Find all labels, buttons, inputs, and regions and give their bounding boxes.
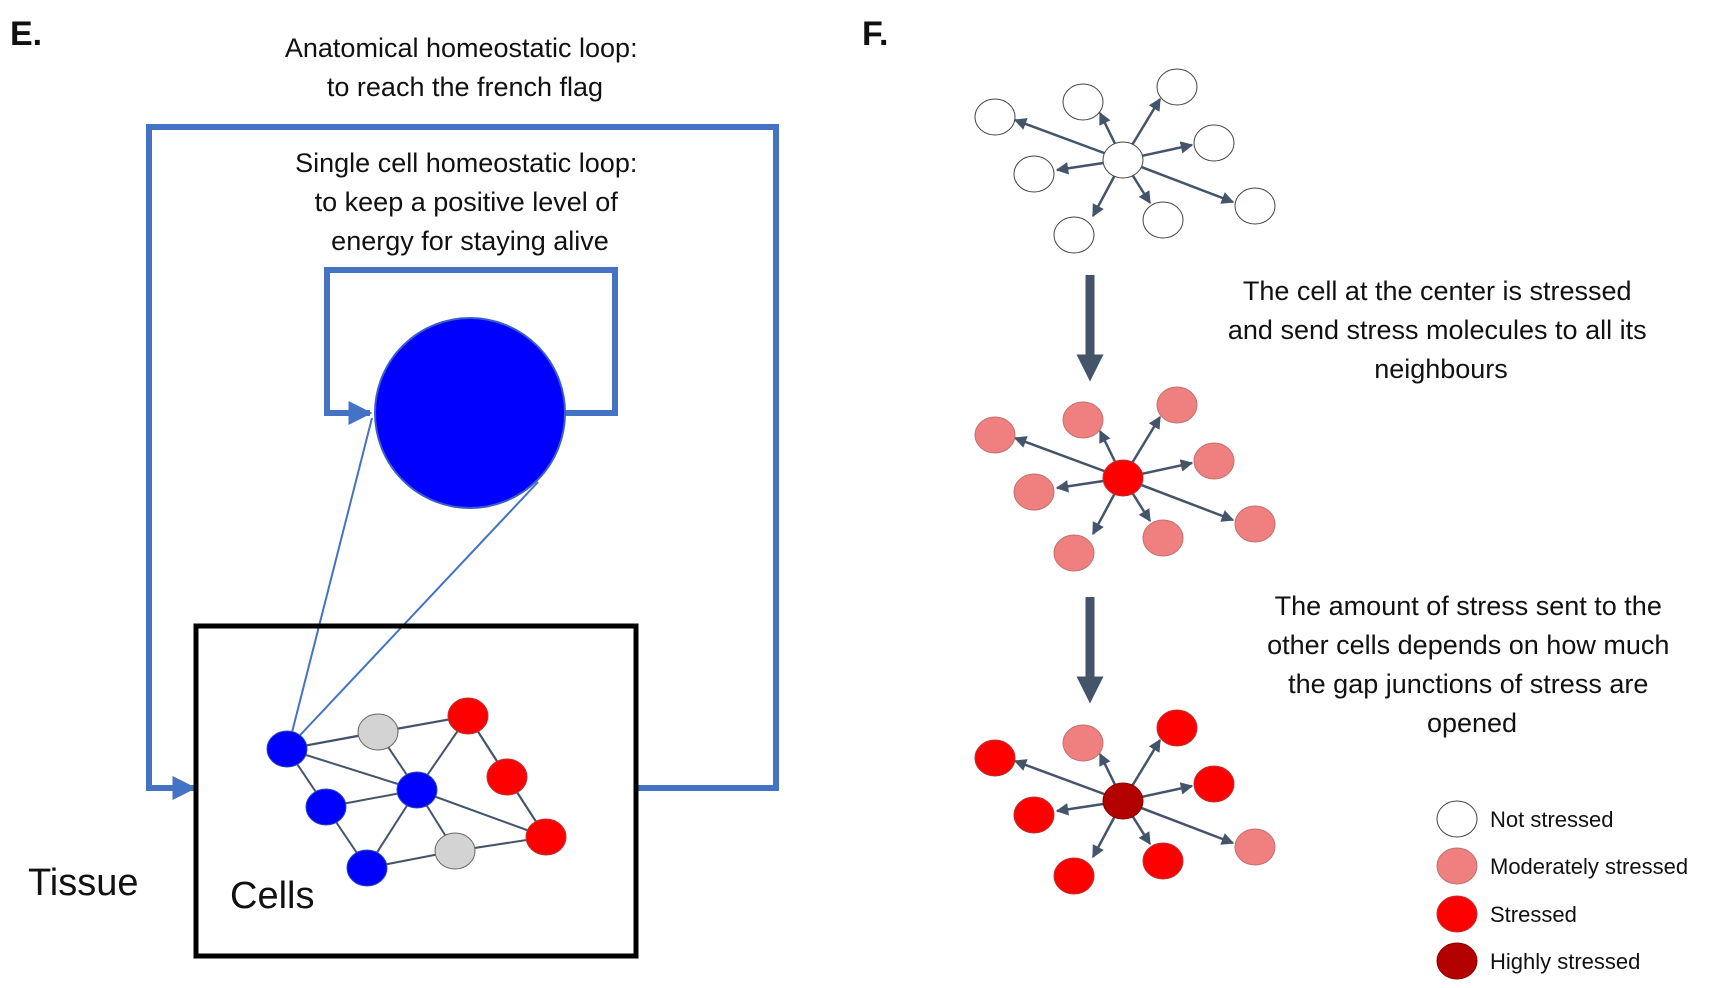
- network-cell-red: [486, 758, 528, 796]
- caption-2-line: other cells depends on how much: [1267, 630, 1669, 660]
- caption-1-line: The cell at the center is stressed: [1243, 276, 1632, 306]
- cell-network-nodes: [266, 697, 567, 887]
- caption-2: The amount of stress sent to the other c…: [1267, 591, 1677, 738]
- tissue-label: Tissue: [28, 862, 139, 904]
- star-cell: [1062, 401, 1104, 439]
- caption-2-line: The amount of stress sent to the: [1275, 591, 1662, 621]
- star-cell: [1142, 519, 1184, 557]
- star-cell: [1053, 534, 1095, 572]
- star-cell: [1234, 187, 1276, 225]
- single-cell-loop-title-line: energy for staying alive: [331, 226, 609, 256]
- legend-label: Moderately stressed: [1490, 854, 1688, 879]
- star-cell: [1013, 796, 1055, 834]
- star-cell: [1234, 505, 1276, 543]
- star-cell: [1193, 765, 1235, 803]
- legend: Not stressed Moderately stressed Stresse…: [1436, 800, 1688, 980]
- star-cell: [1142, 201, 1184, 239]
- network-cell-blue: [396, 771, 438, 809]
- network-cell-gray: [434, 832, 476, 870]
- star-center-cell: [1102, 459, 1144, 497]
- single-cell-loop-arrow: [324, 267, 618, 425]
- legend-label: Highly stressed: [1490, 949, 1640, 974]
- star-cell: [1142, 842, 1184, 880]
- star-cell: [974, 416, 1016, 454]
- cell-star-center-stressed: [974, 386, 1276, 572]
- star-cell: [1193, 124, 1235, 162]
- star-cell: [1156, 386, 1198, 424]
- network-cell-gray: [357, 713, 399, 751]
- star-center-cell: [1102, 782, 1144, 820]
- network-cell-red: [525, 818, 567, 856]
- single-cell-loop-title: Single cell homeostatic loop: to keep a …: [295, 148, 645, 256]
- network-edge: [416, 789, 547, 838]
- star-cell: [1062, 724, 1104, 762]
- legend-label: Not stressed: [1490, 807, 1614, 832]
- network-cell-blue: [346, 849, 388, 887]
- star-cells: [974, 386, 1276, 572]
- caption-2-line: the gap junctions of stress are: [1288, 669, 1648, 699]
- star-center-cell: [1102, 141, 1144, 179]
- tissue-box: [193, 623, 639, 959]
- star-cells: [974, 68, 1276, 254]
- star-cell: [1156, 709, 1198, 747]
- cell-star-highly-stressed: [974, 709, 1276, 895]
- panel-f-label: F.: [862, 15, 888, 53]
- network-cell-blue: [305, 788, 347, 826]
- single-cell-loop-title-line: Single cell homeostatic loop:: [295, 148, 637, 178]
- caption-1-line: and send stress molecules to all its: [1228, 315, 1647, 345]
- caption-1: The cell at the center is stressed and s…: [1228, 276, 1654, 384]
- network-cell-red: [447, 697, 489, 735]
- star-cell: [1053, 216, 1095, 254]
- legend-swatch-moderately-stressed: [1436, 847, 1478, 885]
- star-cell: [974, 98, 1016, 136]
- anatomical-loop-title-line: Anatomical homeostatic loop:: [285, 33, 638, 63]
- anatomical-loop-title: Anatomical homeostatic loop: to reach th…: [285, 33, 645, 102]
- star-cell: [1062, 83, 1104, 121]
- legend-swatch-stressed: [1436, 895, 1478, 933]
- legend-label: Stressed: [1490, 902, 1577, 927]
- star-cell: [1156, 68, 1198, 106]
- caption-1-line: neighbours: [1374, 354, 1508, 384]
- zoom-line: [287, 481, 539, 749]
- star-cell: [1013, 473, 1055, 511]
- star-cell: [1193, 442, 1235, 480]
- anatomical-loop-arrow: [146, 124, 779, 800]
- star-cells: [974, 709, 1276, 895]
- star-cell: [1234, 828, 1276, 866]
- star-cell: [1013, 155, 1055, 193]
- legend-swatch-not-stressed: [1436, 800, 1478, 838]
- star-cell: [1053, 857, 1095, 895]
- star-cell: [974, 739, 1016, 777]
- single-cell-loop-title-line: to keep a positive level of: [315, 187, 619, 217]
- legend-swatch-highly-stressed: [1436, 942, 1478, 980]
- panel-e-label: E.: [10, 15, 42, 53]
- big-cell: [374, 317, 566, 509]
- zoom-line: [287, 417, 373, 749]
- network-edge: [286, 748, 418, 791]
- caption-2-line: opened: [1427, 708, 1517, 738]
- network-cell-blue: [266, 730, 308, 768]
- cell-star-not-stressed: [974, 68, 1276, 254]
- anatomical-loop-title-line: to reach the french flag: [327, 72, 603, 102]
- cells-label: Cells: [230, 875, 314, 917]
